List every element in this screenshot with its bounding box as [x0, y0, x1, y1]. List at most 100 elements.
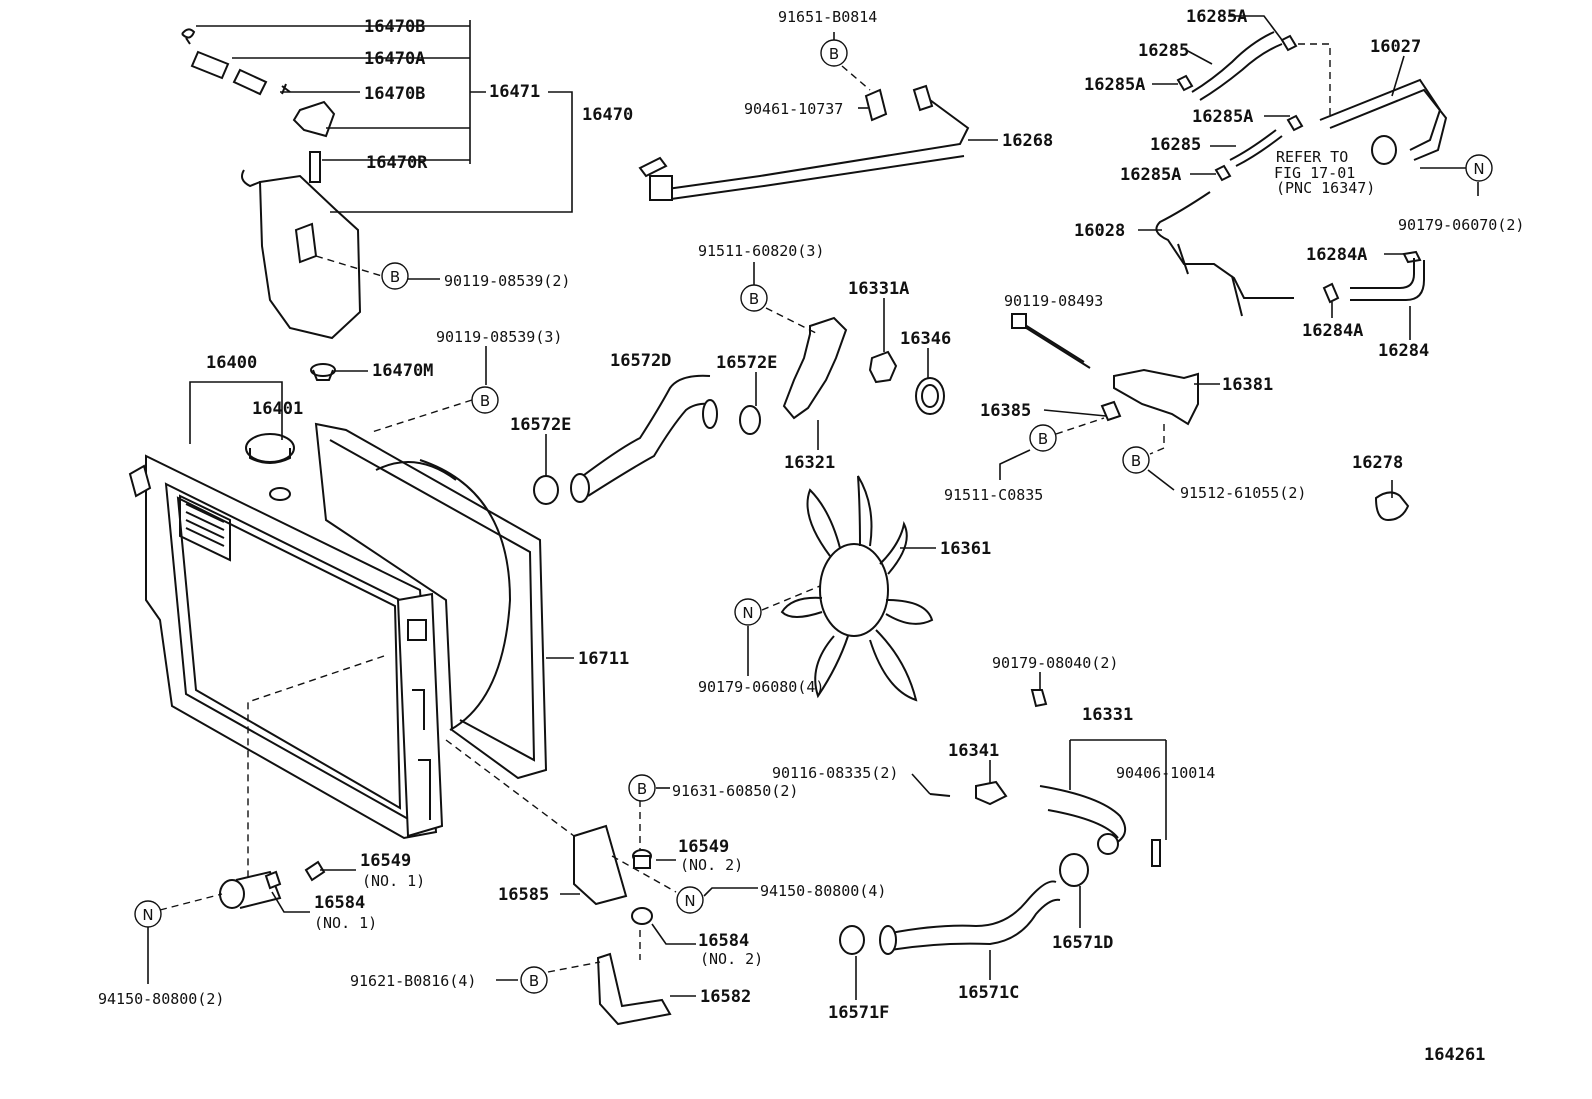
water-outlet-16321 [782, 316, 848, 420]
hose-16571C [885, 880, 1057, 935]
pipe-16331 [1039, 785, 1127, 847]
tank-hook [241, 169, 261, 188]
hose-16285-a [1191, 31, 1275, 93]
leader-91511-C0835 [999, 449, 1031, 480]
label-16571D: 16571D [1052, 933, 1113, 953]
hose-16285-a-lower [1199, 43, 1283, 101]
label-no2-b: (NO. 2) [700, 950, 763, 968]
radiator-side-details [407, 619, 431, 820]
fan-hub [819, 543, 889, 637]
bolt-16549-no2-body [633, 855, 651, 869]
water-outlet-group [782, 316, 945, 420]
fan-blade-6 [814, 635, 849, 699]
label-16278: 16278 [1352, 453, 1403, 473]
pipe-end-top [912, 84, 934, 112]
label-16285A-b: 16285A [1084, 75, 1145, 95]
clamp-16571D [1059, 853, 1089, 887]
label-16385: 16385 [980, 401, 1031, 421]
bolt-marker: B [381, 262, 409, 290]
svg-text:N: N [1473, 160, 1484, 178]
pipe-end [638, 156, 668, 178]
label-16400: 16400 [206, 353, 257, 373]
leader-shroud-bracket [445, 739, 575, 837]
hose-16572D [579, 374, 711, 479]
leader-16470-sub [196, 20, 471, 164]
label-90119-08493: 90119-08493 [1004, 292, 1103, 310]
label-16470: 16470 [582, 105, 633, 125]
fan-blade-5 [869, 629, 918, 702]
radiator-filler-neck [269, 487, 291, 501]
leader-16027 [1391, 55, 1405, 97]
label-91511-60820: 91511-60820(3) [698, 242, 824, 260]
svg-text:B: B [480, 392, 490, 410]
label-91651-B0814: 91651-B0814 [778, 8, 877, 26]
clamp-16284A-a [1322, 282, 1340, 304]
label-16401: 16401 [252, 399, 303, 419]
fan-blade-2 [857, 475, 873, 547]
clamp-16284A-b [1402, 250, 1422, 264]
part-labels: 16470B 16470A 16470B 16471 16470 16470R … [98, 7, 1524, 1065]
label-90406-10014: 90406-10014 [1116, 764, 1215, 782]
figure-id: 164261 [1424, 1045, 1485, 1065]
svg-text:N: N [142, 906, 153, 924]
label-no2-a: (NO. 2) [680, 856, 743, 874]
svg-text:B: B [390, 268, 400, 286]
bolt-marker: B [520, 966, 548, 994]
label-94150-80800-4: 94150-80800(4) [760, 882, 886, 900]
svg-text:N: N [684, 892, 695, 910]
fan-blade-4 [885, 599, 934, 625]
bracket-16585 [573, 824, 628, 906]
cushion-16584-no2 [631, 907, 653, 925]
gasket-16346-inner [921, 384, 939, 408]
nut-marker: N [734, 598, 762, 626]
leader-16285-a [1185, 49, 1213, 65]
mount-cushion-16584-no1 [219, 879, 245, 909]
label-16470B-a: 16470B [364, 17, 425, 37]
bolt-marker: B [628, 774, 656, 802]
label-no1-a: (NO. 1) [362, 872, 425, 890]
hose-16470A-2 [232, 68, 268, 96]
nut-marker: N [1465, 154, 1493, 182]
label-16285-a: 16285 [1138, 41, 1189, 61]
lower-mount-left [219, 860, 326, 909]
label-16471: 16471 [489, 82, 540, 102]
gasket-16346 [915, 377, 945, 415]
leader-lines [147, 15, 1479, 1000]
label-16346: 16346 [900, 329, 951, 349]
bolt-marker: B [1122, 446, 1150, 474]
bracket-16381-group [1011, 313, 1410, 522]
label-91512-61055: 91512-61055(2) [1180, 484, 1306, 502]
bolt-16549-no1 [304, 860, 326, 882]
label-16571F: 16571F [828, 1003, 889, 1023]
heater-pipe-group [1155, 31, 1448, 317]
leader-16400 [189, 381, 283, 444]
leader-90116 [911, 773, 931, 795]
label-no1-b: (NO. 1) [314, 914, 377, 932]
clamp-16572E-a [533, 475, 559, 505]
stud-90406-10014 [1151, 839, 1161, 867]
hose-16572D-lower [587, 402, 715, 497]
label-16321: 16321 [784, 453, 835, 473]
reservoir-tank-group [181, 28, 362, 381]
fan-blade-1 [806, 488, 841, 557]
label-16284A-b: 16284A [1302, 321, 1363, 341]
svg-text:B: B [829, 45, 839, 63]
hose-16571C-end [879, 925, 897, 955]
oil-cooler-pipe-group [638, 84, 970, 201]
hose-16285-b [1229, 129, 1277, 161]
leader-91651-dash [841, 65, 871, 91]
clamp-16571F [839, 925, 865, 955]
fitting-16278 [1374, 491, 1410, 522]
leader-91512 [1147, 469, 1175, 491]
label-16284: 16284 [1378, 341, 1429, 361]
clamp-16285A-a [1280, 34, 1298, 52]
hose-16571C-b [889, 898, 1061, 951]
label-refer-3: (PNC 16347) [1276, 179, 1375, 197]
clamp-16572E-b [739, 405, 761, 435]
label-91621-B0816: 91621-B0816(4) [350, 972, 476, 990]
label-90119-08539-3: 90119-08539(3) [436, 328, 562, 346]
label-16549-no2: 16549 [678, 837, 729, 857]
pipe-16331-end [1097, 833, 1119, 855]
markers: B B B B B B B B N N N N [134, 39, 1493, 994]
label-91511-C0835: 91511-C0835 [944, 486, 1043, 504]
